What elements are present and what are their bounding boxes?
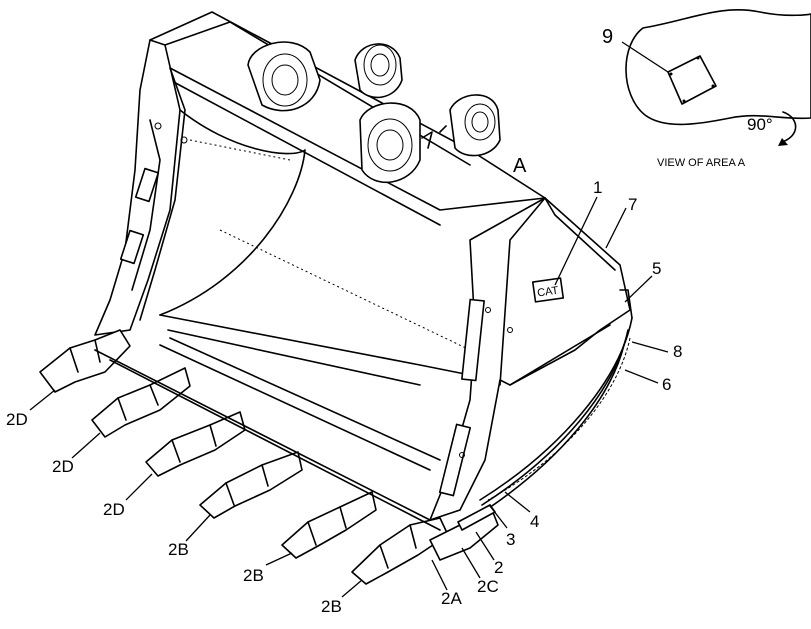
rotate-arrow-icon — [781, 111, 797, 143]
callout-2b-first: 2B — [168, 540, 189, 559]
detail-view-area-a: 9 90° VIEW OF AREA A — [602, 9, 811, 169]
area-a-marker: A — [513, 155, 527, 177]
callout-2a: 2A — [441, 589, 462, 608]
view-label: VIEW OF AREA A — [657, 157, 746, 169]
leader-lines — [29, 196, 669, 598]
callout-3: 3 — [506, 530, 515, 549]
callout-8: 8 — [673, 342, 682, 361]
callout-6: 6 — [662, 375, 671, 394]
callout-2d-first: 2D — [6, 410, 28, 429]
callout-2d-third: 2D — [103, 500, 125, 519]
callout-1: 1 — [593, 178, 602, 197]
callout-5: 5 — [652, 259, 661, 278]
logo-text: CAT — [537, 285, 560, 300]
callout-4: 4 — [530, 512, 539, 531]
bucket-teeth — [39, 329, 499, 585]
pin-boss-right — [359, 102, 421, 184]
callout-2b-third: 2B — [321, 597, 342, 616]
pin-boss-left — [247, 41, 321, 112]
detail-plate — [667, 55, 717, 105]
rotation-label: 90° — [747, 115, 773, 134]
callout-9: 9 — [602, 26, 613, 48]
callout-2b-second: 2B — [243, 566, 264, 585]
callout-2: 2 — [494, 558, 503, 577]
callout-7: 7 — [628, 195, 637, 214]
callout-labels: 1 7 5 8 6 4 3 2 2C 2A 2D 2D 2D 2B 2B 2B — [6, 178, 682, 616]
callout-2c: 2C — [477, 577, 499, 596]
callout-2d-second: 2D — [52, 457, 74, 476]
